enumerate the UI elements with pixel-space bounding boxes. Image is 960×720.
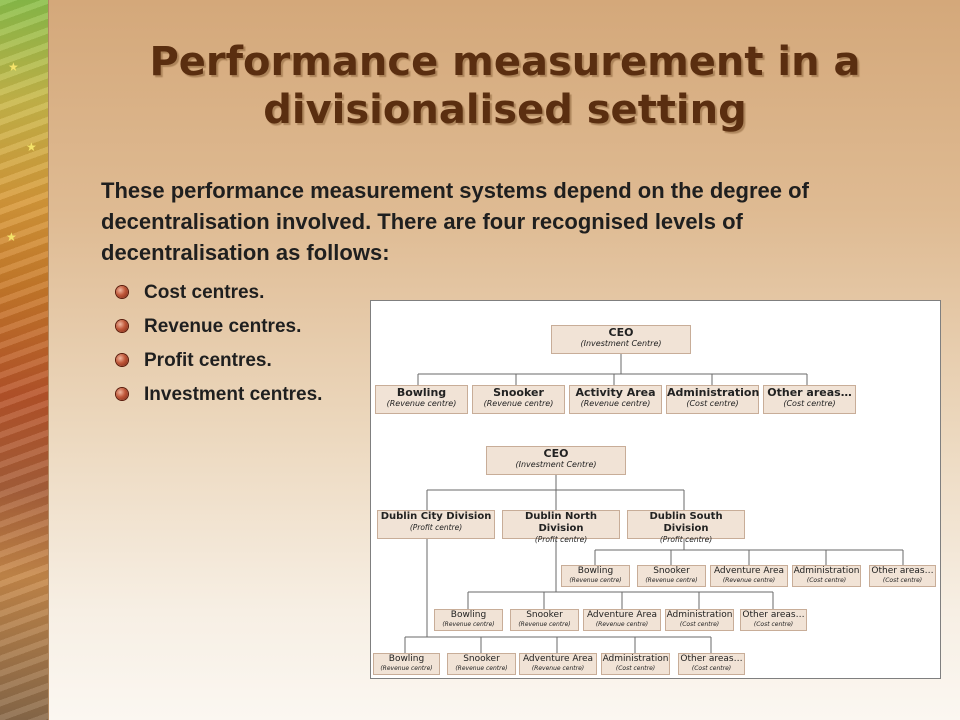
list-item: Investment centres. bbox=[113, 378, 322, 412]
bullet-icon bbox=[116, 320, 128, 332]
list-item: Revenue centres. bbox=[113, 310, 322, 344]
star-icon: ★ bbox=[6, 230, 17, 244]
star-icon: ★ bbox=[8, 60, 19, 74]
city-adventure-area-node: Adventure Area(Revenue centre) bbox=[519, 653, 597, 675]
city-snooker-node: Snooker(Revenue centre) bbox=[447, 653, 516, 675]
decorative-euro-strip: ★ ★ ★ bbox=[0, 0, 49, 720]
connector-lines bbox=[404, 354, 904, 653]
intro-paragraph: These performance measurement systems de… bbox=[101, 178, 809, 265]
south-administration-node: Administration(Cost centre) bbox=[792, 565, 861, 587]
city-other-areas-node: Other areas…(Cost centre) bbox=[678, 653, 745, 675]
bullet-icon bbox=[116, 286, 128, 298]
slide-title: Performance measurement in a divisionali… bbox=[149, 39, 861, 133]
star-icon: ★ bbox=[26, 140, 37, 154]
chart1-snooker-node: Snooker(Revenue centre) bbox=[472, 385, 565, 414]
south-adventure-area-node: Adventure Area(Revenue centre) bbox=[710, 565, 788, 587]
list-item: Cost centres. bbox=[113, 276, 322, 310]
dublin-south-division-node: Dublin South Division(Profit centre) bbox=[627, 510, 745, 544]
bullet-icon bbox=[116, 388, 128, 400]
south-snooker-node: Snooker(Revenue centre) bbox=[637, 565, 706, 587]
dublin-north-division-node: Dublin North Division(Profit centre) bbox=[502, 510, 620, 544]
decentralisation-levels-list: Cost centres. Revenue centres. Profit ce… bbox=[113, 276, 322, 412]
city-bowling-node: Bowling(Revenue centre) bbox=[373, 653, 440, 675]
chart1-activity-area-node: Activity Area(Revenue centre) bbox=[569, 385, 662, 414]
north-other-areas-node: Other areas…(Cost centre) bbox=[740, 609, 807, 631]
dublin-city-division-node: Dublin City Division(Profit centre) bbox=[377, 510, 495, 539]
north-bowling-node: Bowling(Revenue centre) bbox=[434, 609, 503, 631]
south-other-areas-node: Other areas…(Cost centre) bbox=[869, 565, 936, 587]
city-administration-node: Administration(Cost centre) bbox=[601, 653, 670, 675]
north-snooker-node: Snooker(Revenue centre) bbox=[510, 609, 579, 631]
north-administration-node: Administration(Cost centre) bbox=[665, 609, 734, 631]
list-item: Profit centres. bbox=[113, 344, 322, 378]
south-bowling-node: Bowling(Revenue centre) bbox=[561, 565, 630, 587]
chart2-ceo-node: CEO(Investment Centre) bbox=[486, 446, 626, 475]
chart1-ceo-node: CEO(Investment Centre) bbox=[551, 325, 691, 354]
org-chart-diagram: CEO(Investment Centre) Bowling(Revenue c… bbox=[370, 300, 941, 679]
bullet-icon bbox=[116, 354, 128, 366]
chart1-administration-node: Administration(Cost centre) bbox=[666, 385, 759, 414]
chart1-other-areas-node: Other areas…(Cost centre) bbox=[763, 385, 856, 414]
north-adventure-area-node: Adventure Area(Revenue centre) bbox=[583, 609, 661, 631]
chart1-bowling-node: Bowling(Revenue centre) bbox=[375, 385, 468, 414]
